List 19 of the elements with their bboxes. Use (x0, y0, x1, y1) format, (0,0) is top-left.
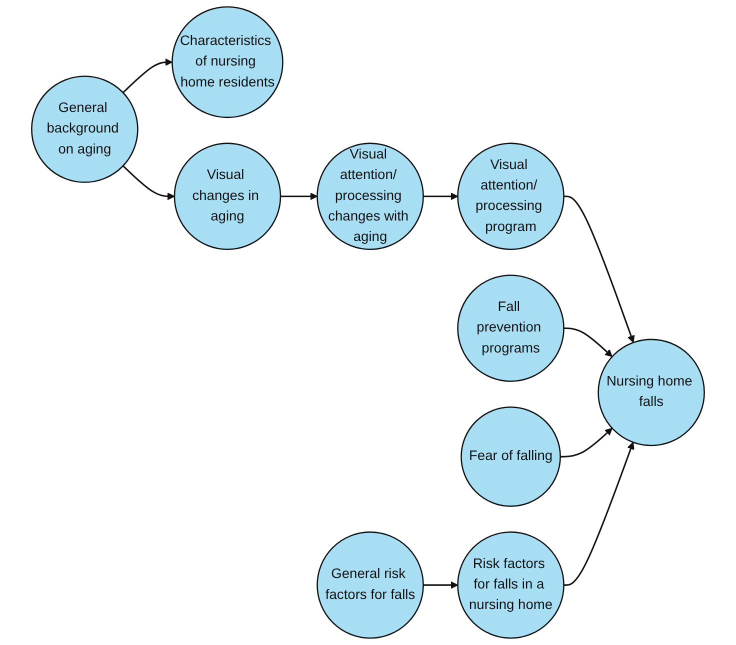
node-circle: Visual attention/ processing changes with aging (316, 142, 424, 250)
arrow (423, 192, 458, 200)
node-circle: Fear of falling (460, 406, 561, 507)
node-circle: General background on aging (31, 76, 138, 183)
node-circle: Visual attention/ processing program (457, 142, 564, 250)
arrow (423, 581, 458, 589)
arrow (122, 58, 173, 94)
node-circle: Risk factors for falls in a nursing home (457, 531, 564, 639)
arrow (564, 196, 635, 343)
arrow (560, 428, 612, 458)
arrow (564, 327, 612, 358)
node-circle: Nursing home falls (598, 338, 705, 446)
node-circle: Visual changes in aging (174, 142, 282, 250)
node-circle: General risk factors for falls (316, 531, 424, 639)
arrow (564, 442, 634, 586)
node-circle: Fall prevention programs (457, 274, 564, 382)
arrow (122, 165, 175, 200)
arrow (280, 192, 318, 200)
node-circle: Characteristics of nursing home residents (172, 6, 284, 118)
